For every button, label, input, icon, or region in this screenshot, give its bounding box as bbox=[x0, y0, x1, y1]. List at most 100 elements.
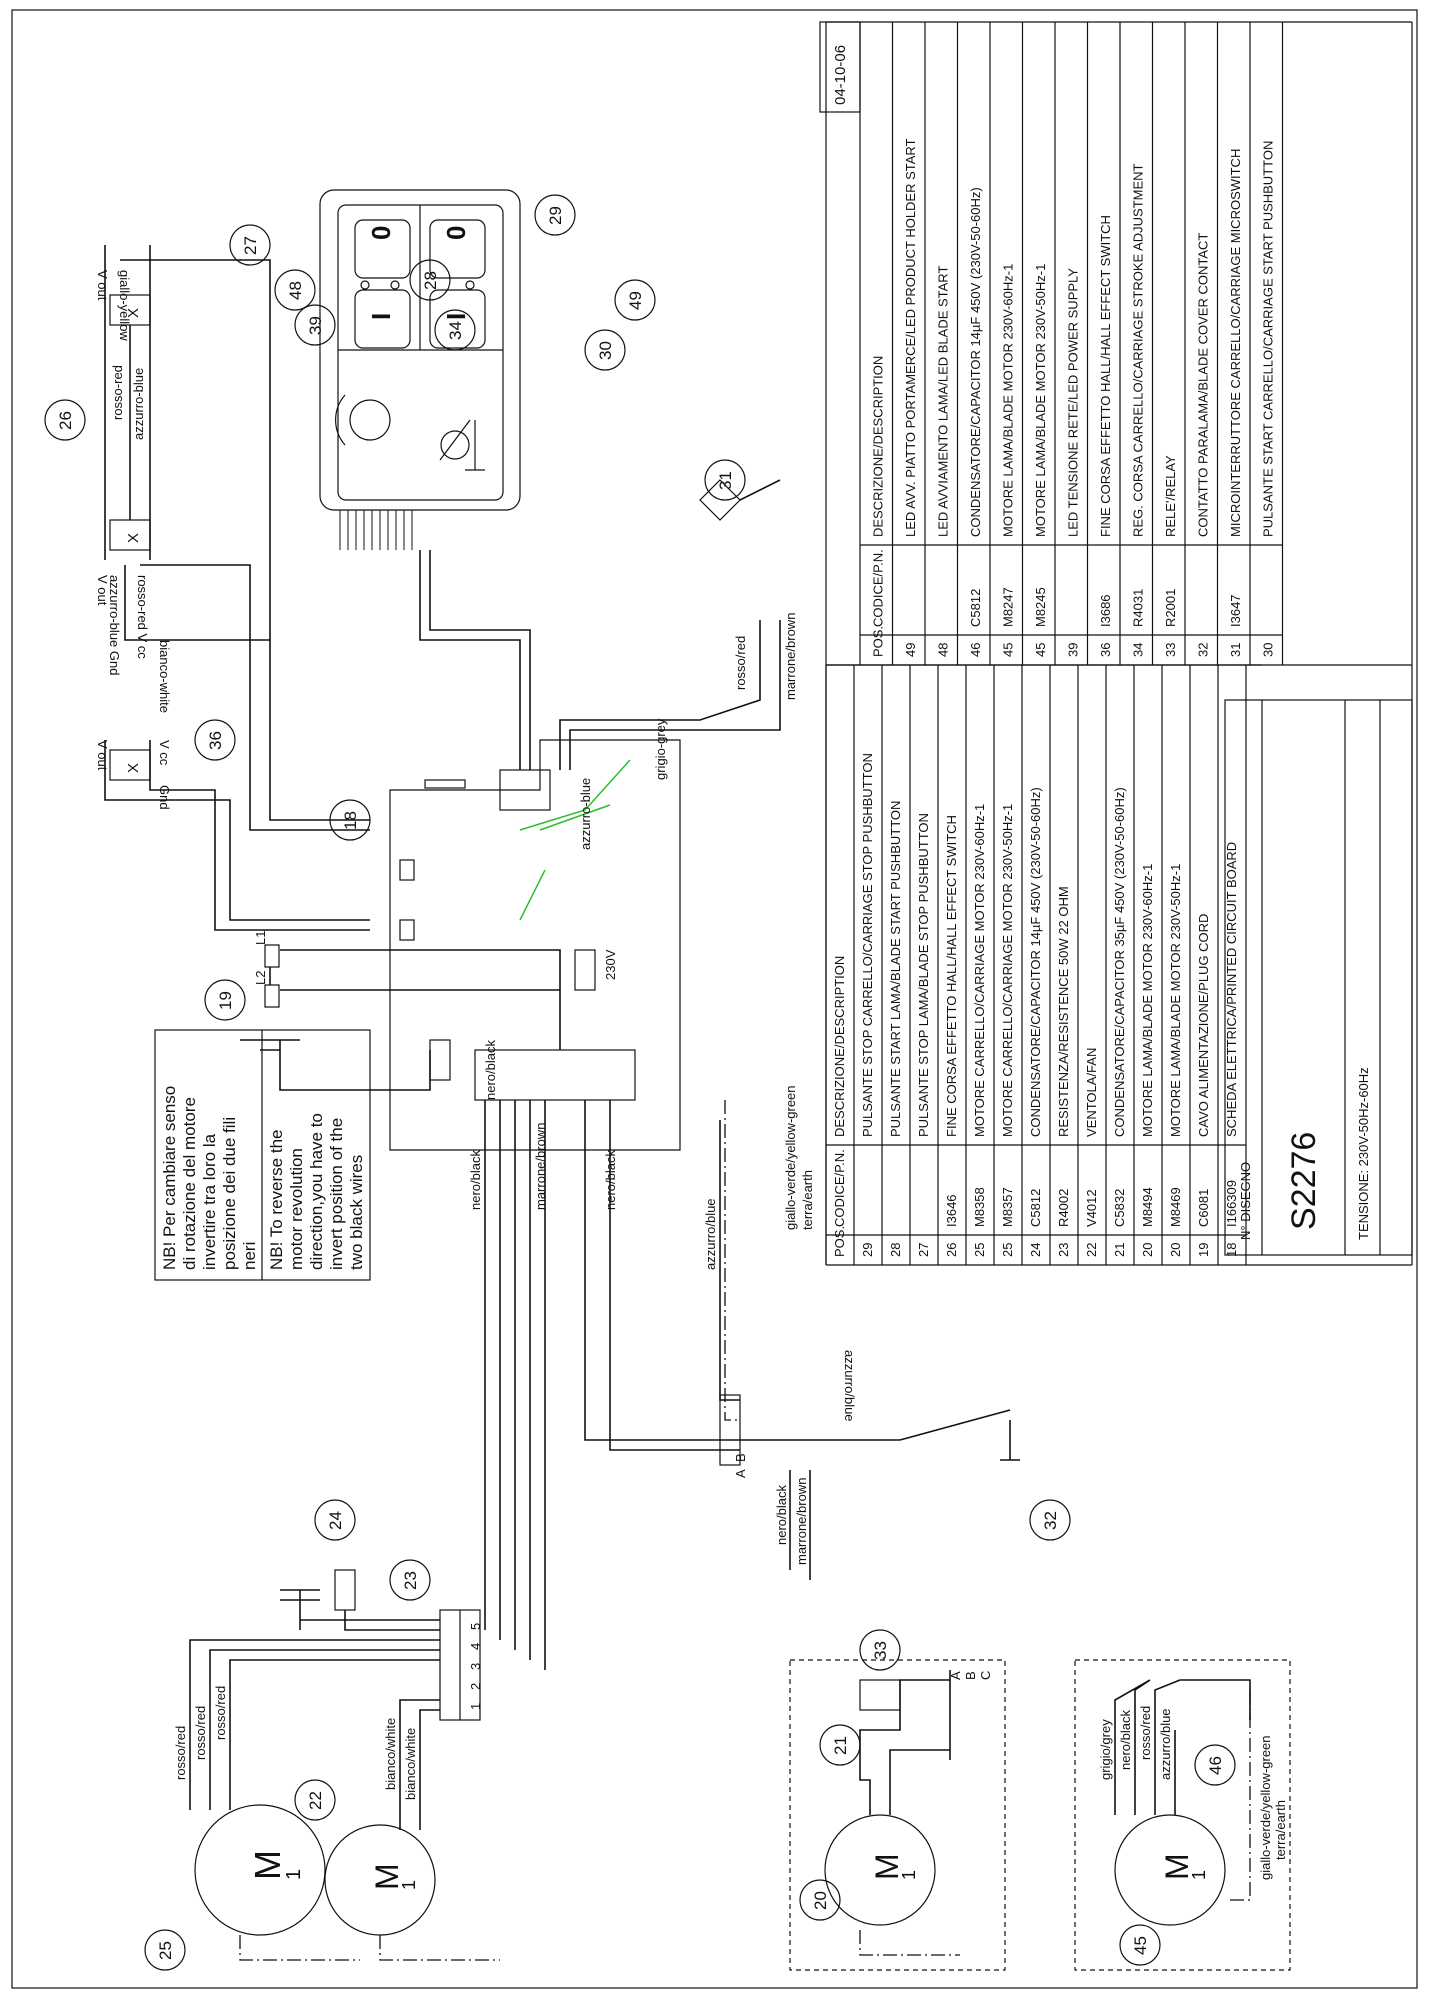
callout-27: 27 bbox=[241, 236, 260, 255]
motor-20-m: M bbox=[869, 1853, 905, 1880]
title-block: N° DISEGNO S2276 TENSIONE: 230V-50Hz-60H… bbox=[1224, 699, 1413, 1256]
plug-l1: L1 bbox=[253, 931, 268, 945]
callout-33: 33 bbox=[871, 1641, 890, 1660]
pcb-18: 230V bbox=[389, 739, 681, 1151]
motor-20-term-c: C bbox=[978, 1671, 993, 1680]
parts-left-row-0-pos: POS. bbox=[832, 1226, 847, 1257]
wire-label-bianco-22a: bianco/white bbox=[383, 1718, 398, 1790]
hall-sensors-26: X X rosso-red azzurro-blue giallo-yellow… bbox=[95, 245, 370, 831]
parts-left-row-11-code: M8494 bbox=[1140, 1187, 1155, 1227]
callout-29-circle bbox=[534, 194, 576, 236]
callout-45-circle bbox=[1119, 1924, 1161, 1966]
knob-34 bbox=[349, 399, 391, 441]
parts-left-row-9-pos: 22 bbox=[1084, 1243, 1099, 1257]
mtb-2: 2 bbox=[468, 1683, 483, 1690]
callout-28-circle bbox=[409, 259, 451, 301]
parts-right-row-10-desc: CONTATTO PARALAMA/BLADE COVER CONTACT bbox=[1196, 233, 1211, 537]
button-27-label: 0 bbox=[366, 226, 396, 240]
parts-left-row-12-pos: 20 bbox=[1168, 1243, 1183, 1257]
led-39 bbox=[360, 280, 370, 290]
motor-20-phase: 1 bbox=[899, 1870, 919, 1880]
callout-23: 23 bbox=[401, 1571, 420, 1590]
parts-right-row-12-pos: 30 bbox=[1261, 643, 1276, 657]
parts-left-row-2-desc: PULSANTE START LAMA/BLADE START PUSHBUTT… bbox=[888, 801, 903, 1137]
hall-26b-vout: V out bbox=[95, 575, 110, 606]
parts-right-row-12-desc: PULSANTE START CARRELLO/CARRIAGE START P… bbox=[1261, 141, 1276, 537]
button-27-stop bbox=[354, 219, 411, 279]
wire-label-rosso-45: rosso/red bbox=[1138, 1706, 1153, 1760]
wire-label-rosso-25a: rosso/red bbox=[173, 1726, 188, 1780]
wire-label-terra-45: terra/earth bbox=[1273, 1800, 1288, 1860]
parts-left-row-7-desc: CONDENSATORE/CAPACITOR 14µF 450V (230V-5… bbox=[1028, 787, 1043, 1137]
hall-26a-vout: V out bbox=[95, 270, 110, 301]
motor-22-phase: 1 bbox=[399, 1880, 419, 1890]
parts-left-row-13-desc: CAVO ALIMENTAZIONE/PLUG CORD bbox=[1196, 914, 1211, 1137]
parts-left-row-6-desc: MOTORE CARRELLO/CARRIAGE MOTOR 230V-50Hz… bbox=[1000, 804, 1015, 1137]
wire-label-nero-45: nero/black bbox=[1118, 1710, 1133, 1770]
parts-left-row-8-pos: 23 bbox=[1056, 1243, 1071, 1257]
button-30-start bbox=[429, 289, 486, 349]
motor-45-m: M bbox=[1159, 1853, 1195, 1880]
wire-label-marrone-brown-31: marrone/brown bbox=[783, 613, 798, 700]
wire-label-bianco-white-26: bianco-white bbox=[157, 640, 172, 713]
parts-left-row-3-desc: PULSANTE STOP LAMA/BLADE STOP PUSHBUTTON bbox=[916, 813, 931, 1137]
callout-22-circle bbox=[294, 1779, 336, 1821]
led-49 bbox=[465, 280, 475, 290]
parts-left-row-3-pos: 27 bbox=[916, 1243, 931, 1257]
callout-34-circle bbox=[434, 309, 476, 351]
parts-left-row-10-desc: CONDENSATORE/CAPACITOR 35µF 450V (230V-5… bbox=[1112, 787, 1127, 1137]
parts-right-row-4-desc: MOTORE LAMA/BLADE MOTOR 230V-60Hz-1 bbox=[1001, 264, 1016, 537]
callouts: 1819202122232425262728293031323334363945… bbox=[44, 194, 1236, 1971]
parts-table-lower: POS.CODICE/P.N.DESCRIZIONE/DESCRIPTION29… bbox=[825, 665, 1247, 1265]
button-28-label: I bbox=[366, 313, 396, 320]
parts-right-row-6-pos: 39 bbox=[1066, 643, 1081, 657]
parts-left-row-14-desc: SCHEDA ELETTRICA/PRINTED CIRCUIT BOARD bbox=[1224, 842, 1239, 1137]
hall-sensor-36: X V out V cc Gnd bbox=[95, 740, 370, 931]
pcb-terminal-strip bbox=[474, 1049, 636, 1101]
mtb-5: 5 bbox=[468, 1623, 483, 1630]
voltage-rating: TENSIONE: 230V-50Hz-60Hz bbox=[1356, 1067, 1371, 1240]
parts-left-row-11-pos: 20 bbox=[1140, 1243, 1155, 1257]
button-29-stop bbox=[429, 219, 486, 279]
wire-label-rosso-vcc: rosso-red V cc bbox=[135, 575, 150, 659]
motor-25-m: M bbox=[247, 1850, 288, 1880]
motor-25-phase: 1 bbox=[283, 1869, 305, 1880]
parts-left-row-11-desc: MOTORE LAMA/BLADE MOTOR 230V-60Hz-1 bbox=[1140, 864, 1155, 1137]
parts-left-row-13-pos: 19 bbox=[1196, 1243, 1211, 1257]
motor-20-term-b: B bbox=[963, 1671, 978, 1680]
green-annotation-lines bbox=[519, 759, 631, 921]
callout-46: 46 bbox=[1206, 1756, 1225, 1775]
wire-label-rosso-red-26: rosso-red bbox=[110, 365, 125, 420]
main-terminal-block bbox=[719, 1394, 741, 1466]
motor-45-phase: 1 bbox=[1189, 1870, 1209, 1880]
callout-24: 24 bbox=[326, 1511, 345, 1530]
plug-cord-19: L1 L2 bbox=[240, 931, 561, 1091]
parts-left-row-4-pos: 26 bbox=[944, 1243, 959, 1257]
parts-left-row-13-code: C6081 bbox=[1196, 1189, 1211, 1227]
parts-right-row-0-desc: DESCRIZIONE/DESCRIPTION bbox=[871, 356, 886, 537]
parts-left-row-10-pos: 21 bbox=[1112, 1243, 1127, 1257]
wire-label-giallo-verde: giallo-verde/yellow-green bbox=[783, 1085, 798, 1230]
callout-30: 30 bbox=[596, 341, 615, 360]
callout-18: 18 bbox=[341, 811, 360, 830]
wire-label-giallo-yellow: giallo-yellow bbox=[117, 270, 132, 341]
term-b: B bbox=[733, 1453, 748, 1462]
mtb-1: 1 bbox=[468, 1703, 483, 1710]
hall-36-x: X bbox=[125, 763, 142, 773]
sheet-border bbox=[11, 9, 1418, 1989]
callout-25-circle bbox=[144, 1929, 186, 1971]
callout-19-circle bbox=[204, 979, 246, 1021]
note-english: NB! To reverse themotor revolutiondirect… bbox=[267, 1113, 366, 1270]
callout-45: 45 bbox=[1131, 1936, 1150, 1955]
wire-label-nero-pcb: nero/black bbox=[603, 1150, 618, 1210]
callout-32: 32 bbox=[1041, 1511, 1060, 1530]
motor-20-term-a: A bbox=[948, 1671, 963, 1680]
wire-label-rosso-25c: rosso/red bbox=[213, 1686, 228, 1740]
callout-27-circle bbox=[229, 224, 271, 266]
term-a: A bbox=[733, 1469, 748, 1478]
parts-left-row-7-pos: 24 bbox=[1028, 1243, 1043, 1257]
parts-right-row-3-code: C5812 bbox=[968, 589, 983, 627]
callout-22: 22 bbox=[306, 1791, 325, 1810]
parts-left-row-5-code: M8358 bbox=[972, 1187, 987, 1227]
parts-left-row-6-pos: 25 bbox=[1000, 1243, 1015, 1257]
